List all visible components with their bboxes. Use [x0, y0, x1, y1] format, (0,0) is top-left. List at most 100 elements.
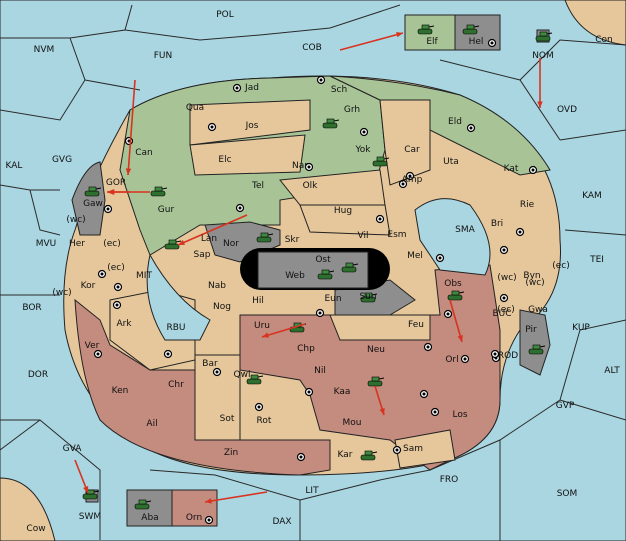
- province-label-amp: Amp: [402, 175, 423, 185]
- army-unit-icon[interactable]: [447, 290, 465, 301]
- province-aba[interactable]: [126, 489, 173, 527]
- supply-center-icon: [254, 402, 264, 412]
- supply-center-icon: [296, 452, 306, 462]
- province-label-orl: Orl: [445, 355, 458, 365]
- supply-center-icon: [93, 349, 103, 359]
- province-label-kor: Kor: [81, 281, 96, 291]
- army-unit-icon[interactable]: [256, 232, 274, 243]
- army-unit-icon[interactable]: [82, 489, 100, 500]
- province-label-sot: Sot: [220, 414, 235, 424]
- province-feu[interactable]: [329, 314, 431, 341]
- army-unit-icon[interactable]: [317, 269, 335, 280]
- province-sot[interactable]: [194, 354, 241, 441]
- army-unit-icon[interactable]: [372, 156, 390, 167]
- province-label-car: Car: [404, 145, 420, 155]
- sea-label-lit: LIT: [305, 486, 319, 496]
- supply-center-icon: [112, 300, 122, 310]
- move-order-arrow: [449, 299, 463, 343]
- province-label-grh: Grh: [344, 105, 360, 115]
- army-unit-icon[interactable]: [417, 24, 435, 35]
- army-unit-icon[interactable]: [360, 292, 378, 303]
- move-order-arrow: [374, 385, 385, 416]
- coast-label: (ec): [497, 305, 515, 315]
- supply-center-icon: [435, 253, 445, 263]
- province-label-hug: Hug: [334, 206, 352, 216]
- province-label-eun: Eun: [324, 294, 341, 304]
- province-label-elf: Elf: [426, 37, 438, 47]
- continent: [63, 75, 561, 476]
- army-unit-icon[interactable]: [134, 499, 152, 510]
- supply-center-icon: [499, 293, 509, 303]
- province-label-olk: Olk: [303, 181, 319, 191]
- move-order-arrow: [204, 491, 268, 504]
- sea-label-fun: FUN: [154, 51, 173, 61]
- province-label-kaa: Kaa: [334, 387, 351, 397]
- supply-center-icon: [392, 445, 402, 455]
- province-label-ost: Ost: [315, 255, 331, 265]
- army-unit-icon[interactable]: [150, 186, 168, 197]
- province-label-elc: Elc: [218, 155, 231, 165]
- army-unit-icon[interactable]: [535, 31, 553, 42]
- army-unit-icon[interactable]: [367, 376, 385, 387]
- supply-center-icon: [204, 515, 214, 525]
- move-order-arrow: [125, 79, 136, 176]
- army-unit-icon[interactable]: [84, 186, 102, 197]
- army-unit-icon[interactable]: [322, 118, 340, 129]
- sea-label-gvg: GVG: [52, 155, 72, 165]
- move-order-arrow: [108, 189, 130, 195]
- province-pir[interactable]: [519, 309, 551, 376]
- province-label-nil: Nil: [314, 366, 326, 376]
- sea-label-nom: NOM: [532, 51, 554, 61]
- province-label-jad: Jad: [244, 83, 259, 93]
- army-unit-icon[interactable]: [528, 344, 546, 355]
- order-arrows: [74, 32, 543, 504]
- province-gaw[interactable]: [71, 161, 106, 236]
- province-label-jos: Jos: [245, 121, 259, 131]
- army-unit-icon[interactable]: [360, 450, 378, 461]
- gulf-rbu: [146, 253, 211, 341]
- province-label-pir: Pir: [525, 325, 537, 335]
- supply-center-icon: [375, 214, 385, 224]
- province-label-eld: Eld: [448, 117, 462, 127]
- sea-label-swm: SWM: [79, 512, 101, 522]
- coast-label: (ec): [107, 263, 125, 273]
- move-order-arrow: [537, 58, 543, 108]
- move-order-arrow: [74, 459, 89, 494]
- province-label-feu: Feu: [408, 320, 424, 330]
- coast-label: (ec): [552, 261, 570, 271]
- province-hug[interactable]: [299, 204, 391, 236]
- province-label-mel: Mel: [407, 251, 423, 261]
- supply-center-icon: [113, 282, 123, 292]
- province-label-ail: Ail: [146, 419, 157, 429]
- sea-label-cow: Cow: [26, 524, 45, 534]
- units: [82, 24, 553, 510]
- province-label-nog: Nog: [213, 302, 231, 312]
- coast-label: (wc): [525, 278, 544, 288]
- coast-label: (ec): [103, 239, 121, 249]
- province-label-bri: Bri: [491, 219, 503, 229]
- army-unit-icon[interactable]: [341, 262, 359, 273]
- supply-center-icon: [419, 389, 429, 399]
- army-unit-icon[interactable]: [462, 24, 480, 35]
- sea-label-pol: POL: [216, 10, 234, 20]
- province-label-bar: Bar: [202, 359, 218, 369]
- army-unit-icon[interactable]: [246, 374, 264, 385]
- province-jos[interactable]: [189, 99, 311, 146]
- sea-label-fro: FRO: [440, 475, 459, 485]
- sea-label-tei: TEI: [589, 255, 604, 265]
- province-label-lan: Lan: [201, 234, 217, 244]
- sea-label-kup: KUP: [572, 323, 590, 333]
- sea-label-kal: KAL: [6, 161, 23, 171]
- province-label-chp: Chp: [297, 344, 315, 354]
- province-label-ver: Ver: [85, 341, 100, 351]
- coast-label: (wc): [66, 215, 85, 225]
- supply-center-icon: [443, 309, 453, 319]
- supply-center-icon: [232, 83, 242, 93]
- supply-centers: [93, 38, 538, 525]
- sea-label-alt: ALT: [604, 366, 620, 376]
- supply-center-icon: [528, 165, 538, 175]
- province-sam[interactable]: [394, 429, 456, 469]
- province-elc[interactable]: [189, 134, 306, 176]
- supply-center-icon: [304, 162, 314, 172]
- army-unit-icon[interactable]: [164, 239, 182, 250]
